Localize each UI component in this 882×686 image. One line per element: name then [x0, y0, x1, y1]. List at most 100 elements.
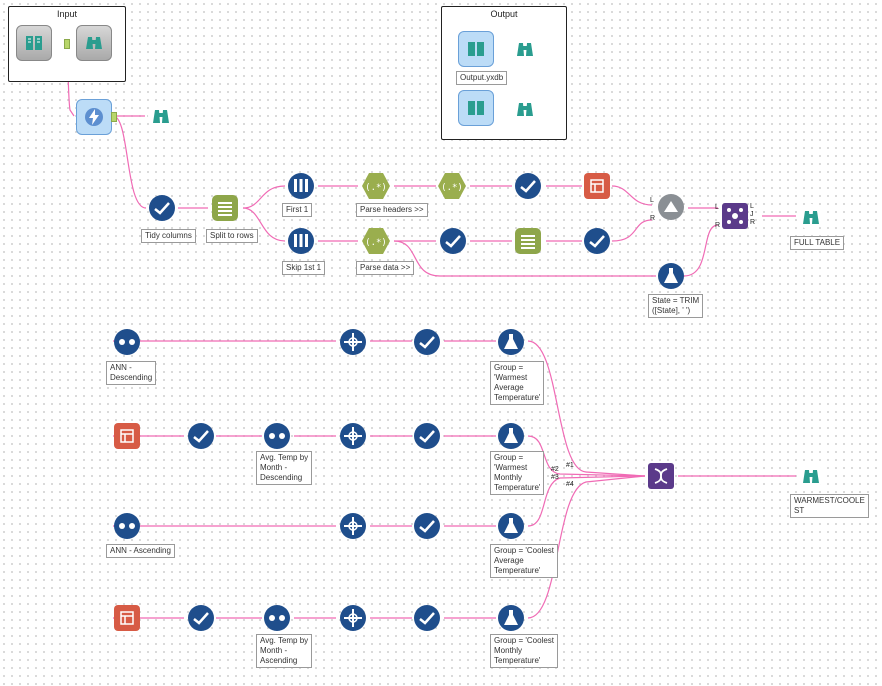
transpose-tool[interactable] [584, 173, 610, 199]
split-rows-icon [218, 202, 232, 216]
formula-tool[interactable] [498, 513, 524, 539]
select-tool[interactable] [515, 173, 541, 199]
checkmark-icon [445, 235, 461, 248]
binoculars-icon [517, 103, 533, 116]
checkmark-icon [520, 180, 536, 193]
binoculars-icon [803, 470, 819, 483]
right-anchor-tag: R [650, 215, 656, 222]
select-tool[interactable] [188, 605, 214, 631]
browse-tool[interactable] [798, 463, 824, 489]
test-tubes-icon [294, 179, 308, 192]
regex-icon: (.*) [365, 238, 387, 248]
group-warm-avg-label: Group = 'Warmest Average Temperature' [490, 361, 545, 405]
select-tool[interactable] [584, 228, 610, 254]
transpose-icon [120, 611, 134, 625]
select-tool[interactable] [188, 423, 214, 449]
browse-tool[interactable] [512, 96, 538, 122]
lightning-icon [85, 108, 103, 126]
tidy-columns-label: Tidy columns [141, 229, 196, 243]
transpose-tool[interactable] [114, 605, 140, 631]
group-warm-month-label: Group = 'Warmest Monthly Temperature' [490, 451, 545, 495]
parse-data-label: Parse data >> [356, 261, 415, 275]
regex-icon: (.*) [365, 183, 387, 193]
checkmark-icon [419, 612, 435, 625]
output-anchor[interactable] [64, 39, 70, 49]
select-tool[interactable] [414, 605, 440, 631]
svg-text:(.*): (.*) [365, 183, 387, 193]
select-tool[interactable] [440, 228, 466, 254]
text-to-columns-tool[interactable] [515, 228, 541, 254]
sample-tool[interactable] [288, 228, 314, 254]
binoculars-icon [86, 37, 102, 49]
formula-tool[interactable] [498, 423, 524, 449]
select-tool[interactable] [414, 513, 440, 539]
sort-dots-icon [269, 615, 285, 621]
select-tool[interactable] [414, 423, 440, 449]
formula-tool[interactable] [498, 329, 524, 355]
sample-rows-tool[interactable] [340, 513, 366, 539]
sample-rows-tool[interactable] [340, 423, 366, 449]
join-out-join-tag: J [750, 211, 754, 218]
input-data-tool[interactable] [16, 25, 52, 61]
browse-tool[interactable] [512, 36, 538, 62]
dynamic-rename-tool[interactable] [658, 194, 684, 220]
join-out-right-tag: R [750, 219, 756, 226]
dna-icon [654, 468, 668, 484]
checkmark-icon [419, 336, 435, 349]
output-data-tool[interactable] [458, 31, 494, 67]
book-icon [26, 36, 42, 50]
ann-descending-label: ANN - Descending [106, 361, 157, 385]
crosshair-icon [344, 427, 362, 445]
book-icon [468, 101, 484, 115]
checkmark-icon [589, 235, 605, 248]
transpose-tool[interactable] [114, 423, 140, 449]
flask-icon [504, 610, 518, 625]
join-out-left-tag: L [750, 203, 754, 210]
test-tubes-icon [294, 234, 308, 247]
state-trim-label: State = TRIM ([State], ' ') [648, 294, 704, 318]
browse-tool[interactable] [798, 204, 824, 230]
browse-tool[interactable] [148, 103, 174, 129]
split-to-rows-label: Split to rows [206, 229, 258, 243]
browse-tool[interactable] [76, 25, 112, 61]
sort-tool[interactable] [114, 513, 140, 539]
left-anchor-tag: L [650, 197, 654, 204]
regex-icon: (.*) [441, 183, 463, 193]
book-icon [468, 42, 484, 56]
sort-tool[interactable] [114, 329, 140, 355]
join-right-tag: R [715, 222, 721, 229]
flask-icon [504, 428, 518, 443]
crosshair-icon [344, 609, 362, 627]
sample-rows-tool[interactable] [340, 605, 366, 631]
formula-tool[interactable] [498, 605, 524, 631]
avg-temp-desc-label: Avg. Temp by Month - Descending [256, 451, 313, 485]
select-tool[interactable] [414, 329, 440, 355]
sample-tool[interactable] [288, 173, 314, 199]
split-rows-icon [521, 235, 535, 249]
join-tool[interactable] [722, 203, 748, 229]
sort-tool[interactable] [264, 605, 290, 631]
text-to-columns-tool[interactable] [212, 195, 238, 221]
checkmark-icon [419, 520, 435, 533]
sort-tool[interactable] [264, 423, 290, 449]
union-tool[interactable] [648, 463, 674, 489]
rename-icon [664, 201, 678, 212]
checkmark-icon [193, 430, 209, 443]
dynamic-input-tool[interactable] [76, 99, 112, 135]
crosshair-icon [344, 333, 362, 351]
output-data-tool[interactable] [458, 90, 494, 126]
sort-dots-icon [269, 433, 285, 439]
join-left-tag: L [715, 204, 719, 211]
sort-dots-icon [119, 339, 135, 345]
skip-1st-1-label: Skip 1st 1 [282, 261, 326, 275]
output-anchor[interactable] [111, 112, 117, 122]
sort-dots-icon [119, 523, 135, 529]
crosshair-icon [344, 517, 362, 535]
select-tool[interactable] [149, 195, 175, 221]
formula-tool[interactable] [658, 263, 684, 289]
checkmark-icon [154, 202, 170, 215]
sample-rows-tool[interactable] [340, 329, 366, 355]
output-yxdb-label: Output.yxdb [456, 71, 508, 85]
group-cool-avg-label: Group = 'Coolest Average Temperature' [490, 544, 559, 578]
